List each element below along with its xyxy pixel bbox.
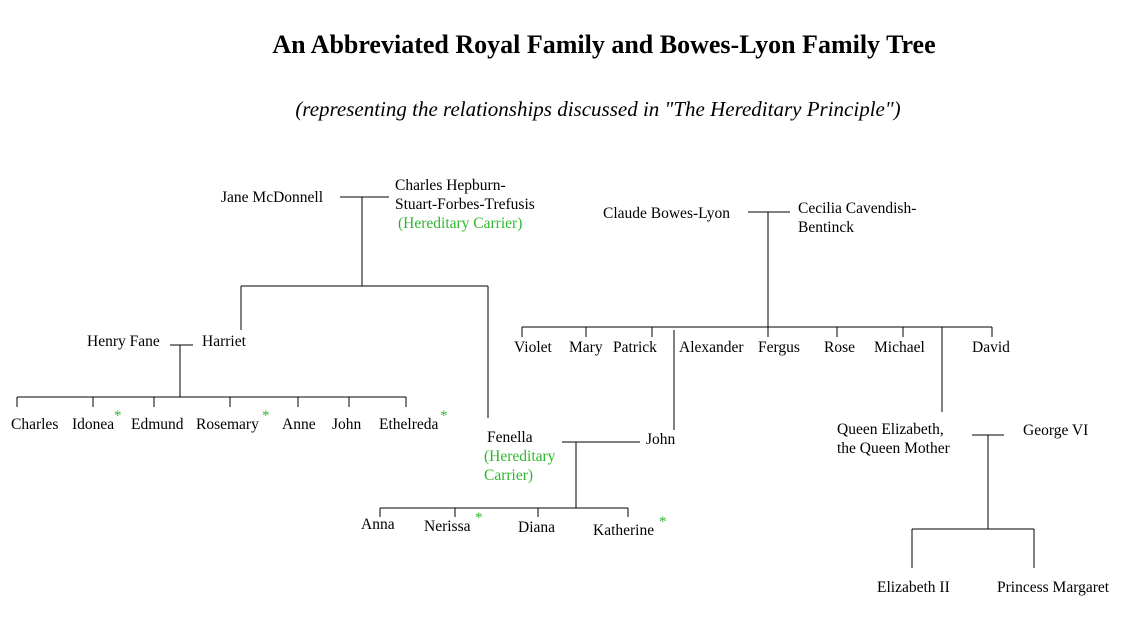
child-patrick: Patrick	[613, 339, 657, 356]
person-claude-bowes-lyon: Claude Bowes-Lyon	[603, 205, 730, 222]
person-harriet: Harriet	[202, 333, 246, 350]
name-line: Charles Hepburn-	[395, 177, 506, 194]
person-fenella: Fenella (Hereditary Carrier)	[484, 428, 555, 485]
child-violet: Violet	[514, 339, 552, 356]
name-line: Queen Elizabeth,	[837, 421, 944, 438]
hereditary-star-marker: *	[659, 514, 667, 530]
hereditary-star-marker: *	[114, 408, 122, 424]
child-david: David	[972, 339, 1010, 356]
diagram-title: An Abbreviated Royal Family and Bowes-Ly…	[272, 30, 936, 59]
diagram-subtitle: (representing the relationships discusse…	[295, 97, 901, 121]
hereditary-carrier-note: (Hereditary	[484, 448, 556, 465]
hereditary-star-marker: *	[440, 408, 448, 424]
hereditary-carrier-note: (Hereditary Carrier)	[398, 215, 523, 232]
child-katherine: Katherine	[593, 522, 655, 539]
hereditary-carrier-note: Carrier)	[484, 467, 534, 484]
child-edmund: Edmund	[131, 416, 184, 433]
person-jane-mcdonnell: Jane McDonnell	[221, 189, 324, 206]
child-idonea: Idonea	[72, 416, 115, 433]
person-george-vi: George VI	[1023, 422, 1089, 439]
child-princess-margaret: Princess Margaret	[997, 579, 1110, 596]
child-john: John	[332, 416, 362, 433]
child-anne: Anne	[282, 416, 316, 433]
person-charles-hepburn: Charles Hepburn- Stuart-Forbes-Trefusis …	[395, 176, 535, 233]
hereditary-star-marker: *	[262, 408, 270, 424]
name-line: Stuart-Forbes-Trefusis	[395, 196, 535, 213]
name-line: Bentinck	[798, 219, 854, 236]
child-fergus: Fergus	[758, 339, 800, 356]
person-queen-mother: Queen Elizabeth, the Queen Mother	[837, 420, 950, 458]
person-henry-fane: Henry Fane	[87, 333, 160, 350]
name-line: the Queen Mother	[837, 440, 950, 457]
child-rose: Rose	[824, 339, 855, 356]
child-rosemary: Rosemary	[196, 416, 259, 433]
hereditary-star-marker: *	[475, 510, 483, 526]
child-anna: Anna	[361, 516, 395, 533]
child-diana: Diana	[518, 519, 556, 536]
child-michael: Michael	[874, 339, 925, 356]
child-ethelreda: Ethelreda	[379, 416, 439, 433]
child-elizabeth-ii: Elizabeth II	[877, 579, 950, 596]
child-charles: Charles	[11, 416, 59, 433]
child-alexander: Alexander	[679, 339, 744, 356]
person-john-bowes-lyon: John	[646, 431, 676, 448]
name-line: Cecilia Cavendish-	[798, 200, 917, 217]
child-mary: Mary	[569, 339, 603, 356]
child-nerissa: Nerissa	[424, 518, 471, 535]
name-line: Fenella	[487, 429, 533, 446]
person-cecilia-cavendish-bentinck: Cecilia Cavendish- Bentinck	[798, 199, 916, 237]
